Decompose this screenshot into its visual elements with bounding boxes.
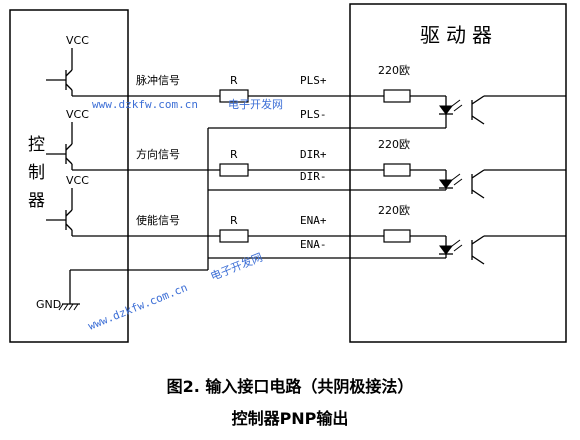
- watermark-text-1: 电子开发网: [228, 97, 283, 111]
- driver-resistor-label-pls: 220欧: [378, 64, 410, 77]
- led-icon-dir: [439, 179, 453, 189]
- led-icon-pls: [439, 105, 453, 115]
- driver-resistor-label-dir: 220欧: [378, 138, 410, 151]
- photo-transistor-emitter-dir: [471, 189, 485, 199]
- driver-resistor-pls: [383, 89, 411, 103]
- resistor-label-dir: R: [230, 148, 238, 161]
- driver-title: 驱动器: [420, 23, 498, 47]
- driver-resistor-ena: [383, 229, 411, 243]
- transistor-emitter-ena: [65, 209, 73, 217]
- driver-resistor-dir: [383, 163, 411, 177]
- minus-terminal-pls: PLS-: [300, 108, 327, 121]
- controller-title-char-3: 器: [28, 191, 45, 211]
- light-arrow-b-dir: [453, 178, 463, 186]
- light-arrow-b-pls: [453, 104, 463, 112]
- light-arrow-a-ena: [451, 239, 461, 247]
- watermark-text-2: 电子开发网: [208, 250, 264, 284]
- minus-terminal-ena: ENA-: [300, 238, 327, 251]
- resistor-label-pls: R: [230, 74, 238, 87]
- plus-terminal-ena: ENA+: [300, 214, 327, 227]
- resistor-dir: [219, 163, 249, 177]
- resistor-label-ena: R: [230, 214, 238, 227]
- plus-terminal-dir: DIR+: [300, 148, 327, 161]
- controller-title-char-2: 制: [28, 163, 45, 183]
- light-arrow-a-dir: [451, 173, 461, 181]
- watermark-url-1: www.dzkfw.com.cn: [92, 98, 198, 111]
- transistor-emitter-pls: [65, 69, 73, 77]
- caption-line-1: 图2. 输入接口电路（共阴极接法）: [167, 377, 414, 396]
- transistor-collector-dir: [65, 157, 73, 165]
- plus-terminal-pls: PLS+: [300, 74, 327, 87]
- light-arrow-a-pls: [451, 99, 461, 107]
- photo-transistor-collector-ena: [471, 235, 485, 245]
- driver-resistor-label-ena: 220欧: [378, 204, 410, 217]
- ground-symbol-icon: [58, 303, 80, 311]
- gnd-label: GND: [36, 298, 61, 311]
- photo-transistor-collector-dir: [471, 169, 485, 179]
- transistor-collector-pls: [65, 83, 73, 91]
- controller-title-char-1: 控: [28, 135, 45, 155]
- minus-terminal-dir: DIR-: [300, 170, 327, 183]
- signal-label-ena: 使能信号: [136, 213, 180, 227]
- signal-label-pls: 脉冲信号: [136, 73, 180, 87]
- vcc-label-dir: VCC: [66, 108, 89, 121]
- vcc-label-pls: VCC: [66, 34, 89, 47]
- photo-transistor-collector-pls: [471, 95, 485, 105]
- signal-label-dir: 方向信号: [136, 147, 180, 161]
- vcc-label-ena: VCC: [66, 174, 89, 187]
- controller-box: [9, 9, 129, 343]
- driver-box: [349, 3, 567, 343]
- photo-transistor-emitter-ena: [471, 255, 485, 265]
- resistor-ena: [219, 229, 249, 243]
- photo-transistor-emitter-pls: [471, 115, 485, 125]
- led-icon-ena: [439, 245, 453, 255]
- caption-line-2: 控制器PNP输出: [232, 409, 349, 428]
- transistor-collector-ena: [65, 223, 73, 231]
- transistor-emitter-dir: [65, 143, 73, 151]
- light-arrow-b-ena: [453, 244, 463, 252]
